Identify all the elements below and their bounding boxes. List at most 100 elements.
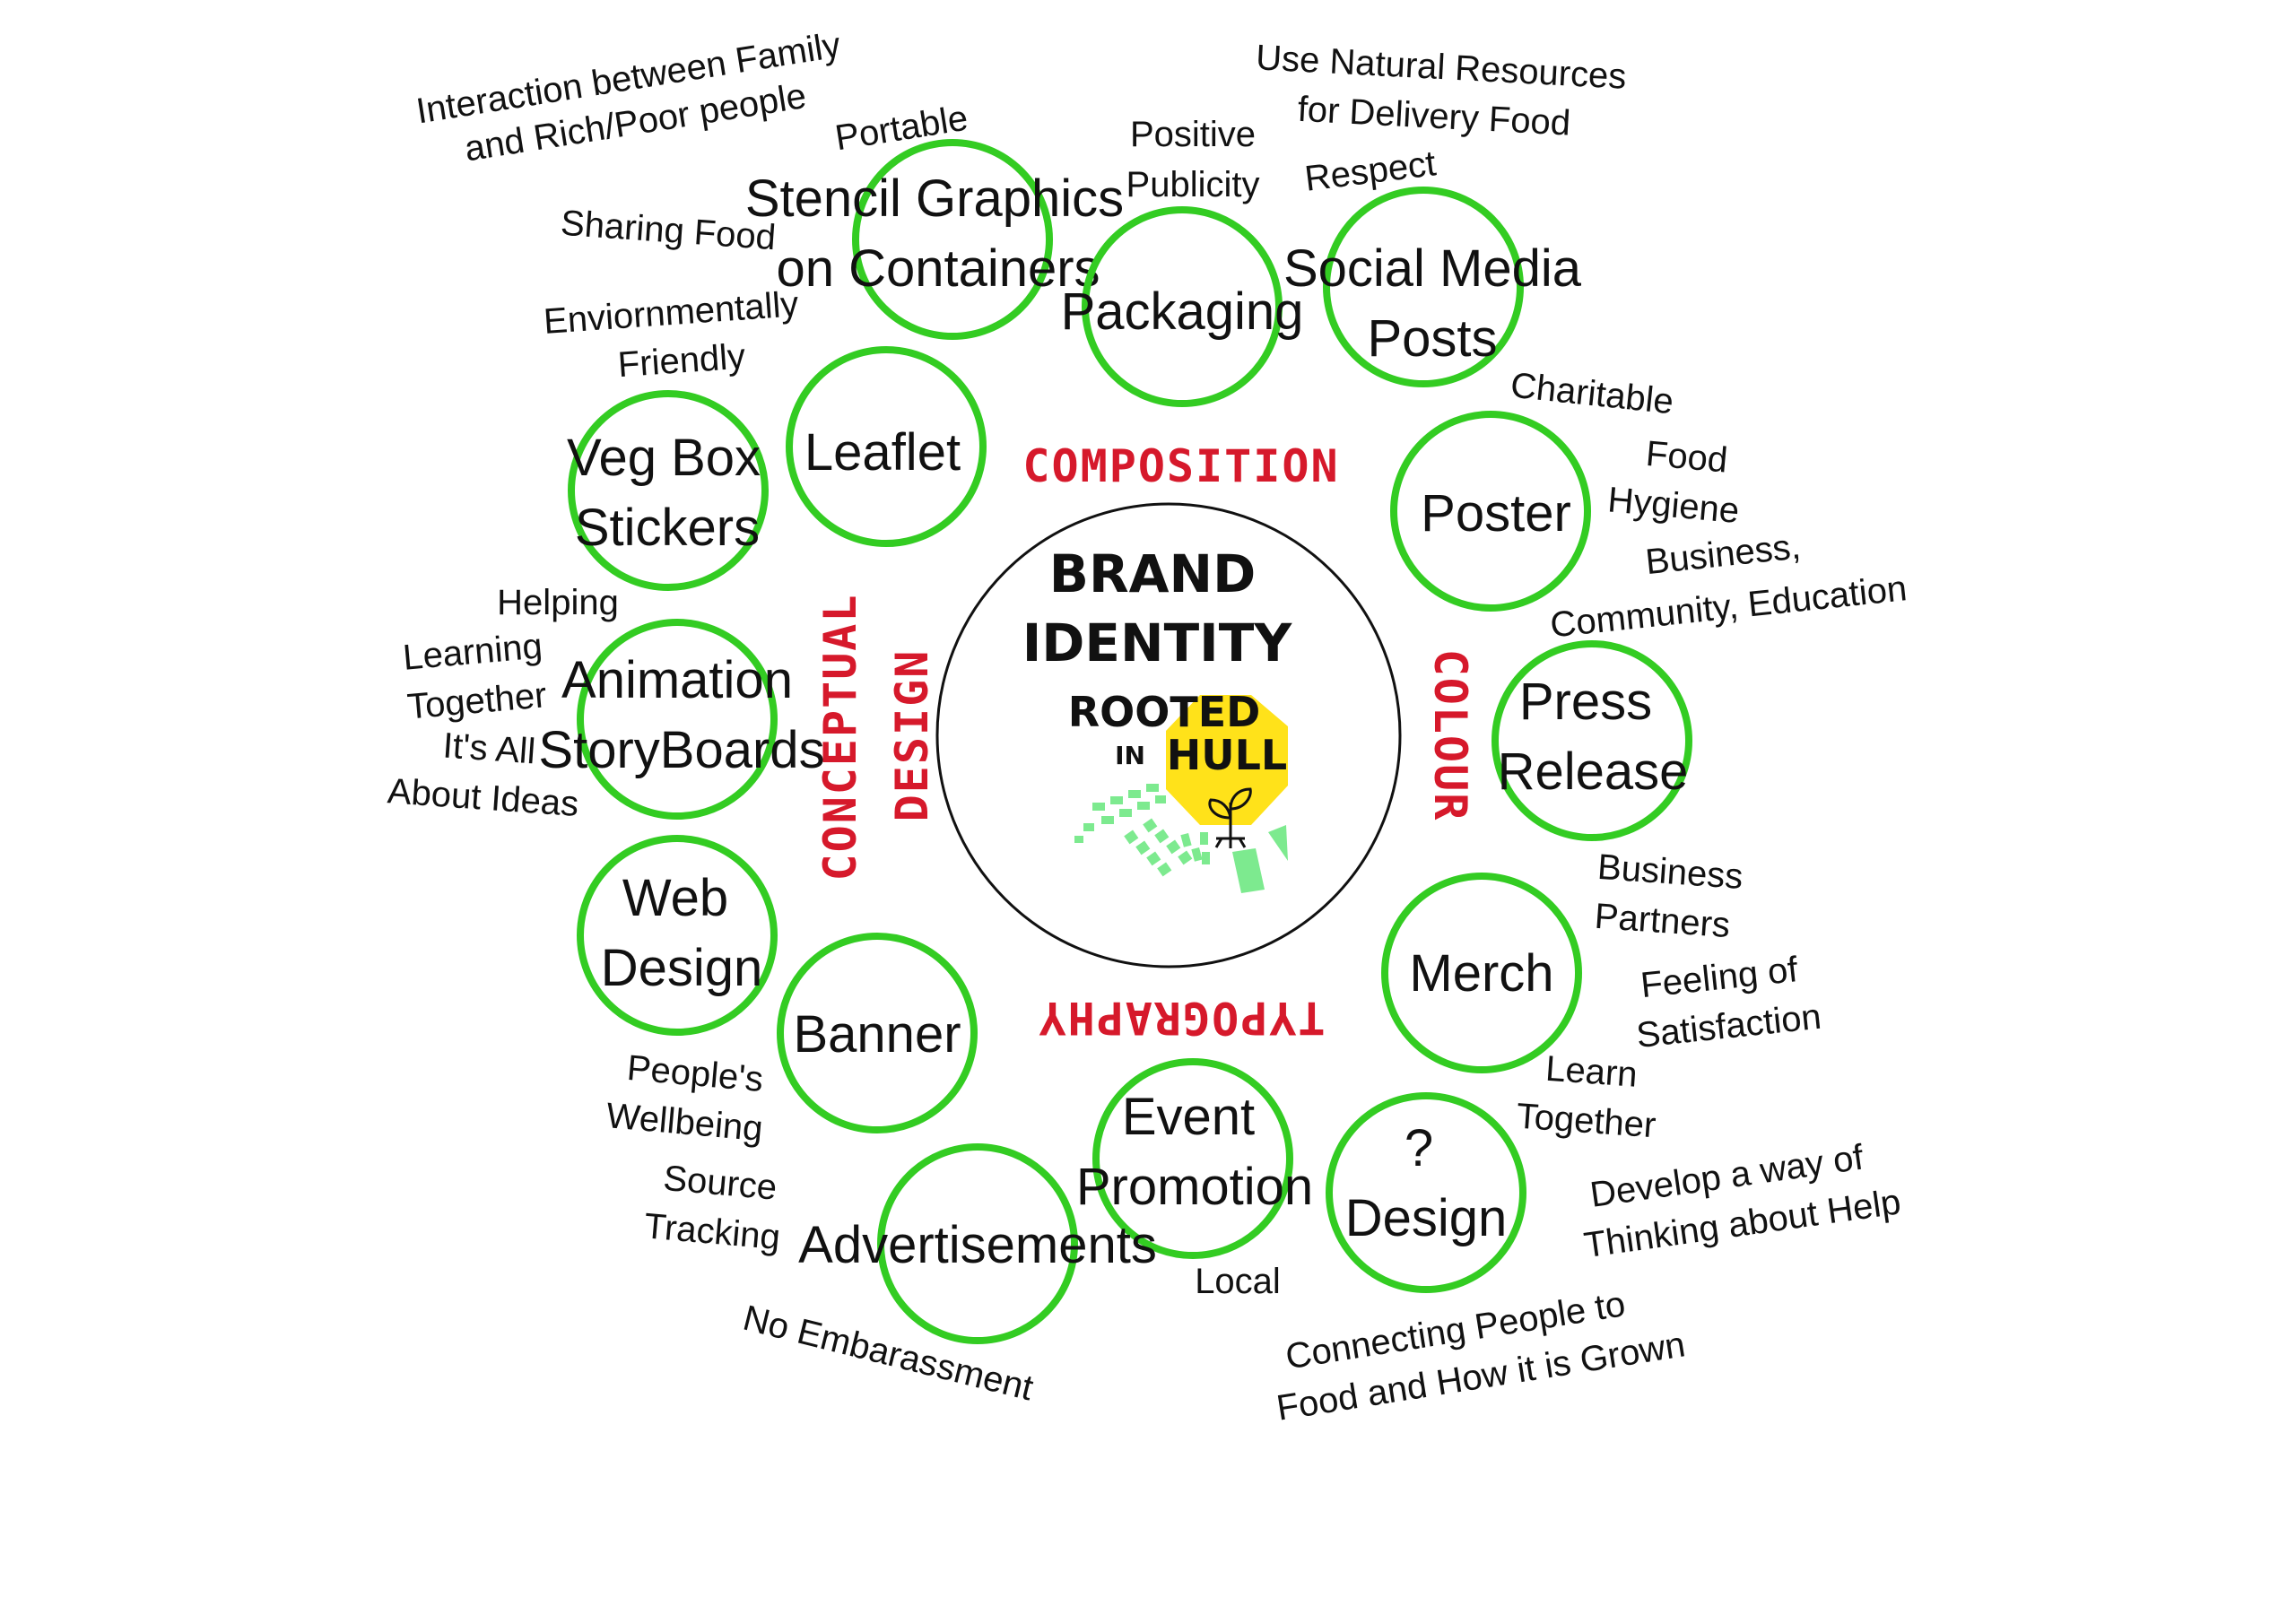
node-social-line2: Posts bbox=[1367, 309, 1497, 368]
theme-composition: COMPOSITION bbox=[1022, 440, 1339, 492]
note-environment: Enviornmentally Friendly bbox=[543, 284, 800, 385]
svg-text:Tracking: Tracking bbox=[643, 1206, 782, 1257]
theme-conceptual: CONCEPTUAL bbox=[814, 593, 866, 881]
svg-text:Helping: Helping bbox=[497, 583, 619, 622]
theme-colour: COLOUR bbox=[1424, 649, 1476, 822]
node-poster-line1: Poster bbox=[1421, 484, 1571, 543]
node-leaflet-line1: Leaflet bbox=[804, 423, 961, 482]
note-learn-together: Learn Together bbox=[1515, 1049, 1657, 1146]
svg-text:Feeling of: Feeling of bbox=[1639, 950, 1800, 1005]
note-charitable: Charitable bbox=[1509, 366, 1675, 422]
node-question-line1: ? bbox=[1405, 1119, 1433, 1177]
node-merch-line1: Merch bbox=[1409, 944, 1553, 1003]
note-helping: Helping bbox=[497, 583, 619, 622]
note-learning-together: Learning Together bbox=[401, 626, 548, 726]
note-interaction: Interaction between Family and Rich/Poor… bbox=[413, 25, 843, 169]
svg-text:Community, Education: Community, Education bbox=[1548, 569, 1909, 646]
svg-text:Portable: Portable bbox=[832, 99, 970, 159]
node-event-line1: Event bbox=[1122, 1088, 1255, 1146]
node-press-line1: Press bbox=[1519, 673, 1652, 731]
svg-text:Source: Source bbox=[662, 1159, 778, 1208]
svg-text:Publicity: Publicity bbox=[1126, 165, 1260, 204]
svg-text:Together: Together bbox=[1515, 1097, 1657, 1146]
node-stencil-line1: Stencil Graphics bbox=[745, 169, 1124, 228]
node-veg-box-stickers: Veg Box Stickers bbox=[567, 390, 769, 591]
node-vegbox-line2: Stickers bbox=[575, 499, 760, 557]
logo-sun-shape bbox=[1166, 695, 1288, 825]
node-social-media-posts: Social Media Posts bbox=[1283, 187, 1582, 387]
svg-text:Hygiene: Hygiene bbox=[1606, 480, 1741, 531]
note-source-tracking: Source Tracking bbox=[643, 1159, 782, 1257]
node-press-release: Press Release bbox=[1492, 640, 1692, 841]
node-banner: Banner bbox=[777, 933, 978, 1133]
theme-typography: TYPOGRAPHY bbox=[1037, 992, 1325, 1044]
svg-text:Business,: Business, bbox=[1644, 526, 1803, 582]
logo-rays bbox=[1074, 784, 1288, 893]
svg-text:Together: Together bbox=[405, 675, 548, 726]
svg-text:Positive: Positive bbox=[1130, 115, 1256, 154]
svg-text:Satisfaction: Satisfaction bbox=[1634, 997, 1822, 1055]
node-packaging: Packaging bbox=[1061, 206, 1304, 407]
node-animation-line1: Animation bbox=[561, 651, 793, 709]
logo-in-text: IN bbox=[1115, 741, 1145, 770]
svg-text:Partners: Partners bbox=[1594, 897, 1732, 945]
node-question-design: ? Design bbox=[1326, 1092, 1526, 1293]
central-hub-circle bbox=[935, 502, 1402, 968]
note-connecting-people: Connecting People to Food and How it is … bbox=[1274, 1284, 1687, 1429]
note-positive-publicity: Positive Publicity bbox=[1126, 115, 1260, 204]
node-question-line2: Design bbox=[1345, 1189, 1508, 1247]
svg-text:Enviornmentally: Enviornmentally bbox=[543, 284, 800, 342]
node-packaging-line1: Packaging bbox=[1061, 282, 1304, 341]
hub-title-line2: IDENTITY bbox=[1022, 612, 1293, 673]
svg-text:for Delivery Food: for Delivery Food bbox=[1297, 90, 1571, 143]
note-business-community: Business, Community, Education bbox=[1548, 526, 1909, 646]
note-portable: Portable bbox=[832, 99, 970, 159]
svg-text:About Ideas: About Ideas bbox=[387, 771, 580, 824]
node-animation-storyboards: Animation StoryBoards bbox=[538, 619, 825, 820]
svg-text:Local: Local bbox=[1195, 1262, 1281, 1301]
svg-text:Wellbeing: Wellbeing bbox=[604, 1096, 764, 1149]
node-event-line2: Promotion bbox=[1076, 1158, 1313, 1216]
node-event-promotion: Event Promotion bbox=[1076, 1058, 1313, 1259]
svg-text:It's All: It's All bbox=[441, 725, 536, 771]
node-web-design: Web Design bbox=[577, 835, 778, 1036]
note-natural-resources: Use Natural Resources for Delivery Food bbox=[1255, 38, 1627, 143]
node-animation-line2: StoryBoards bbox=[538, 721, 824, 779]
node-merch: Merch bbox=[1381, 873, 1582, 1073]
node-banner-line1: Banner bbox=[793, 1005, 961, 1064]
svg-text:Use Natural Resources: Use Natural Resources bbox=[1255, 38, 1627, 97]
node-press-line2: Release bbox=[1498, 743, 1689, 801]
svg-text:Friendly: Friendly bbox=[616, 336, 746, 385]
svg-text:Business: Business bbox=[1596, 847, 1744, 897]
svg-text:Charitable: Charitable bbox=[1509, 366, 1675, 422]
svg-text:Learn: Learn bbox=[1544, 1049, 1639, 1095]
svg-text:People's: People's bbox=[625, 1048, 764, 1099]
logo-rooted-text: ROOTED bbox=[1068, 688, 1261, 736]
note-develop-way: Develop a way of Thinking about Help bbox=[1582, 1137, 1903, 1265]
node-poster: Poster bbox=[1390, 411, 1591, 612]
node-stencil-line2: on Containers bbox=[776, 239, 1100, 298]
note-satisfaction: Feeling of Satisfaction bbox=[1634, 950, 1822, 1055]
sprout-icon bbox=[1208, 787, 1252, 848]
node-web-line1: Web bbox=[622, 869, 728, 927]
note-food-hygiene: Food Hygiene bbox=[1606, 434, 1741, 531]
logo-hull-text: HULL bbox=[1167, 731, 1287, 779]
node-stencil-graphics: Stencil Graphics on Containers bbox=[745, 139, 1124, 340]
node-advertisements: Advertisements bbox=[798, 1143, 1157, 1344]
rooted-in-hull-logo: ROOTED IN HULL bbox=[1068, 688, 1288, 893]
node-social-line1: Social Media bbox=[1283, 239, 1582, 298]
hub-title-line1: BRAND bbox=[1049, 543, 1256, 604]
note-no-embarrassment: No Embarassment bbox=[739, 1298, 1037, 1409]
node-ads-line1: Advertisements bbox=[798, 1216, 1157, 1274]
node-leaflet: Leaflet bbox=[786, 346, 987, 547]
note-wellbeing: People's Wellbeing bbox=[604, 1048, 765, 1149]
theme-design: DESIGN bbox=[886, 649, 938, 822]
central-hub: BRAND IDENTITY bbox=[935, 502, 1402, 968]
node-vegbox-line1: Veg Box bbox=[567, 429, 761, 487]
note-business-partners: Business Partners bbox=[1594, 847, 1744, 945]
svg-text:Learning: Learning bbox=[401, 626, 544, 677]
note-local: Local bbox=[1195, 1262, 1281, 1301]
node-web-line2: Design bbox=[601, 939, 763, 997]
